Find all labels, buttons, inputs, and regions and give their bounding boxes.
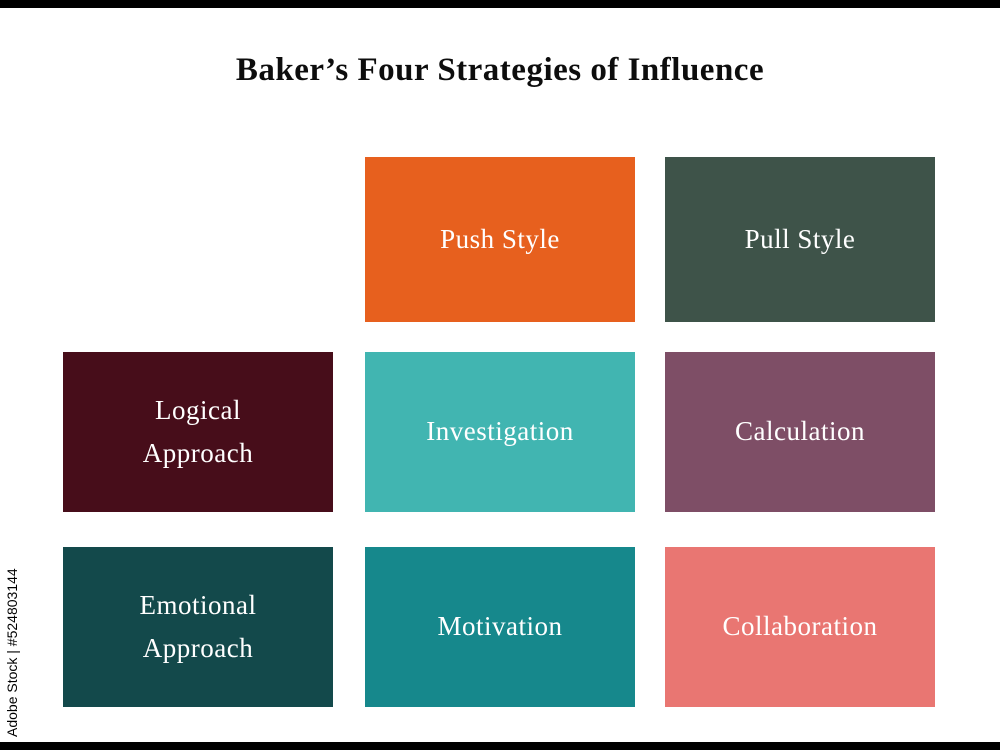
stock-watermark: Adobe Stock | #524803144 [4,568,20,737]
page-title: Baker’s Four Strategies of Influence [235,52,765,89]
cell-pull-style-label: Pull Style [744,223,856,254]
cell-pull-style: Pull Style [665,157,935,322]
bottom-border [0,742,1000,750]
cell-calculation-label: Calculation [735,416,865,447]
cell-push-style-label: Push Style [440,223,560,254]
cell-collaboration-label: Collaboration [722,611,878,642]
cell-emotional-approach: Emotional Approach [63,547,333,707]
cell-motivation: Motivation [365,547,635,707]
cell-collaboration: Collaboration [665,547,935,707]
top-border [0,0,1000,8]
cell-investigation-label: Investigation [426,416,574,447]
cell-logical-approach: Logical Approach [63,352,333,512]
cell-emotional-approach-label: Emotional Approach [139,589,257,663]
cell-calculation: Calculation [665,352,935,512]
cell-motivation-label: Motivation [437,611,563,642]
cell-logical-approach-label: Logical Approach [142,394,254,468]
cell-push-style: Push Style [365,157,635,322]
cell-investigation: Investigation [365,352,635,512]
